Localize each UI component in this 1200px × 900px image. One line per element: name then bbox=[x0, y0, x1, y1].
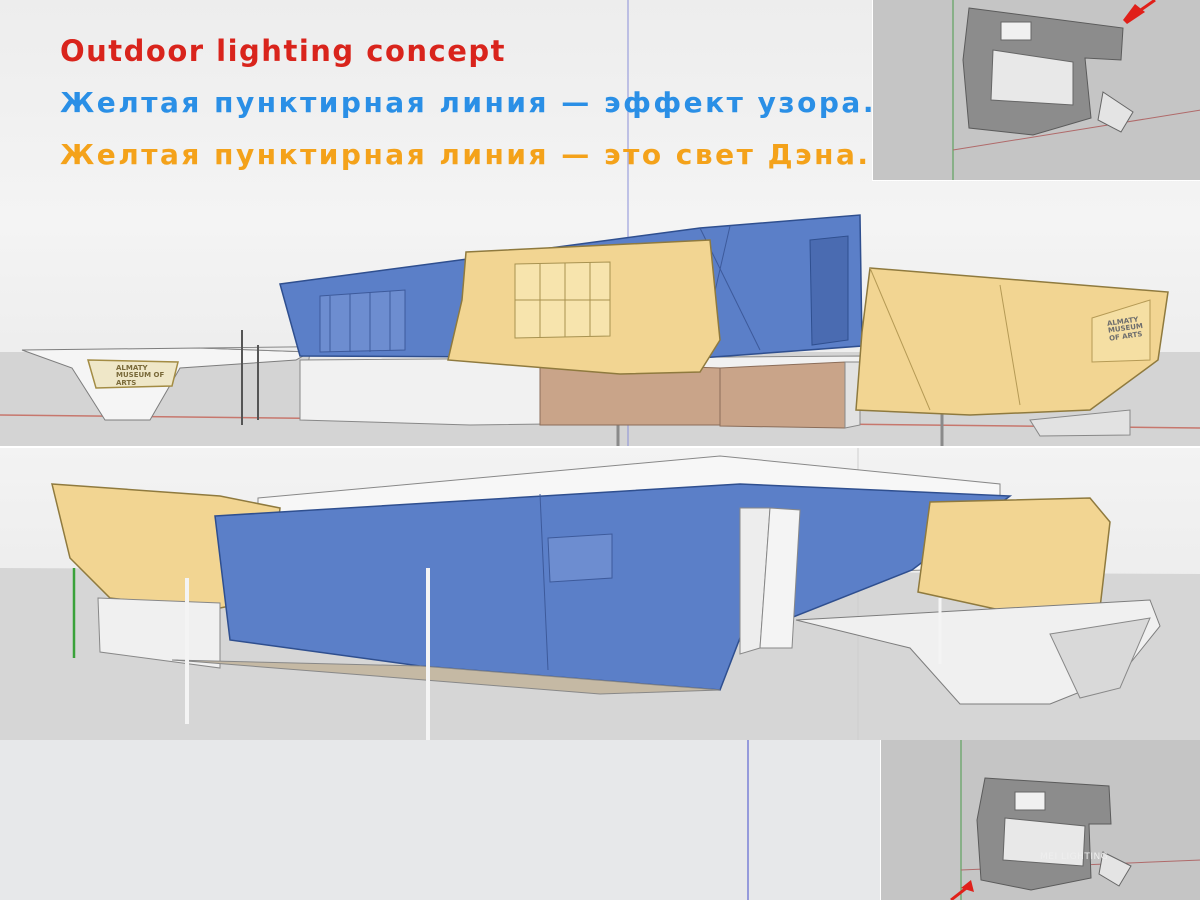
building-render-top bbox=[0, 0, 1200, 446]
floor-plan-top bbox=[952, 0, 1200, 180]
plan-view-inset-top bbox=[872, 0, 1200, 181]
museum-sign-right bbox=[1091, 299, 1151, 363]
page-title: Outdoor lighting concept bbox=[60, 34, 506, 68]
blank-viewport bbox=[747, 740, 749, 900]
render-view-middle bbox=[0, 446, 1200, 740]
caption-dan-light: Желтая пунктирная линия — это свет Дэна. bbox=[60, 138, 871, 171]
sign-text-left: ALMATY MUSEUM OF ARTS bbox=[116, 364, 165, 387]
watermark: MEI LIGHTING bbox=[1040, 852, 1109, 862]
caption-pattern-effect: Желтая пунктирная линия — эффект узора. bbox=[60, 86, 876, 119]
red-arrow-icon bbox=[1123, 4, 1145, 24]
plan-view-inset-bottom bbox=[880, 740, 1200, 900]
museum-sign-left bbox=[86, 359, 179, 389]
building-render-middle bbox=[0, 448, 1200, 740]
floor-plan-bottom bbox=[950, 740, 1200, 900]
